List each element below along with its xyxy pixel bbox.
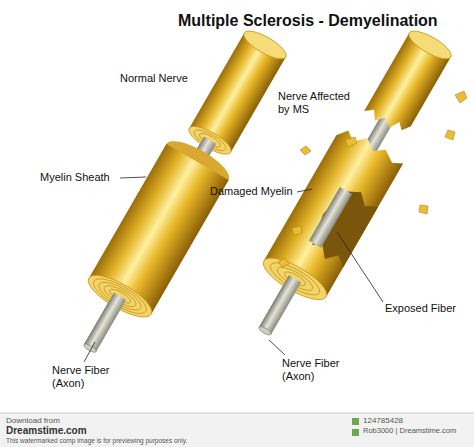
watermark-text: Rob3000 | Dreamstime.com [363,427,456,436]
watermark-text: Dreamstime.com [6,425,87,437]
diagram-title: Multiple Sclerosis - Demyelination [178,12,438,30]
part-label: Nerve Fiber (Axon) [282,357,346,382]
leader-lines [84,177,383,362]
myelin-flakes [278,91,467,267]
normal-nerve [58,20,301,368]
watermark-text: Download from [6,416,60,425]
part-label: Exposed Fiber [385,302,456,315]
watermark-bar [0,413,474,447]
part-label: Nerve Affected by MS [278,90,360,115]
watermark-id: 124785428 [363,416,403,425]
watermark-icon [352,429,359,436]
part-label: Damaged Myelin [210,185,293,198]
exposed-axon [309,187,352,248]
watermark-text: This watermarked comp image is for previ… [6,437,187,444]
bar-line [0,413,474,414]
myelin-hole [304,181,380,269]
part-label: Normal Nerve [120,72,188,85]
watermark-icon [352,418,359,425]
part-label: Nerve Fiber (Axon) [52,364,116,389]
part-label: Myelin Sheath [40,171,110,184]
